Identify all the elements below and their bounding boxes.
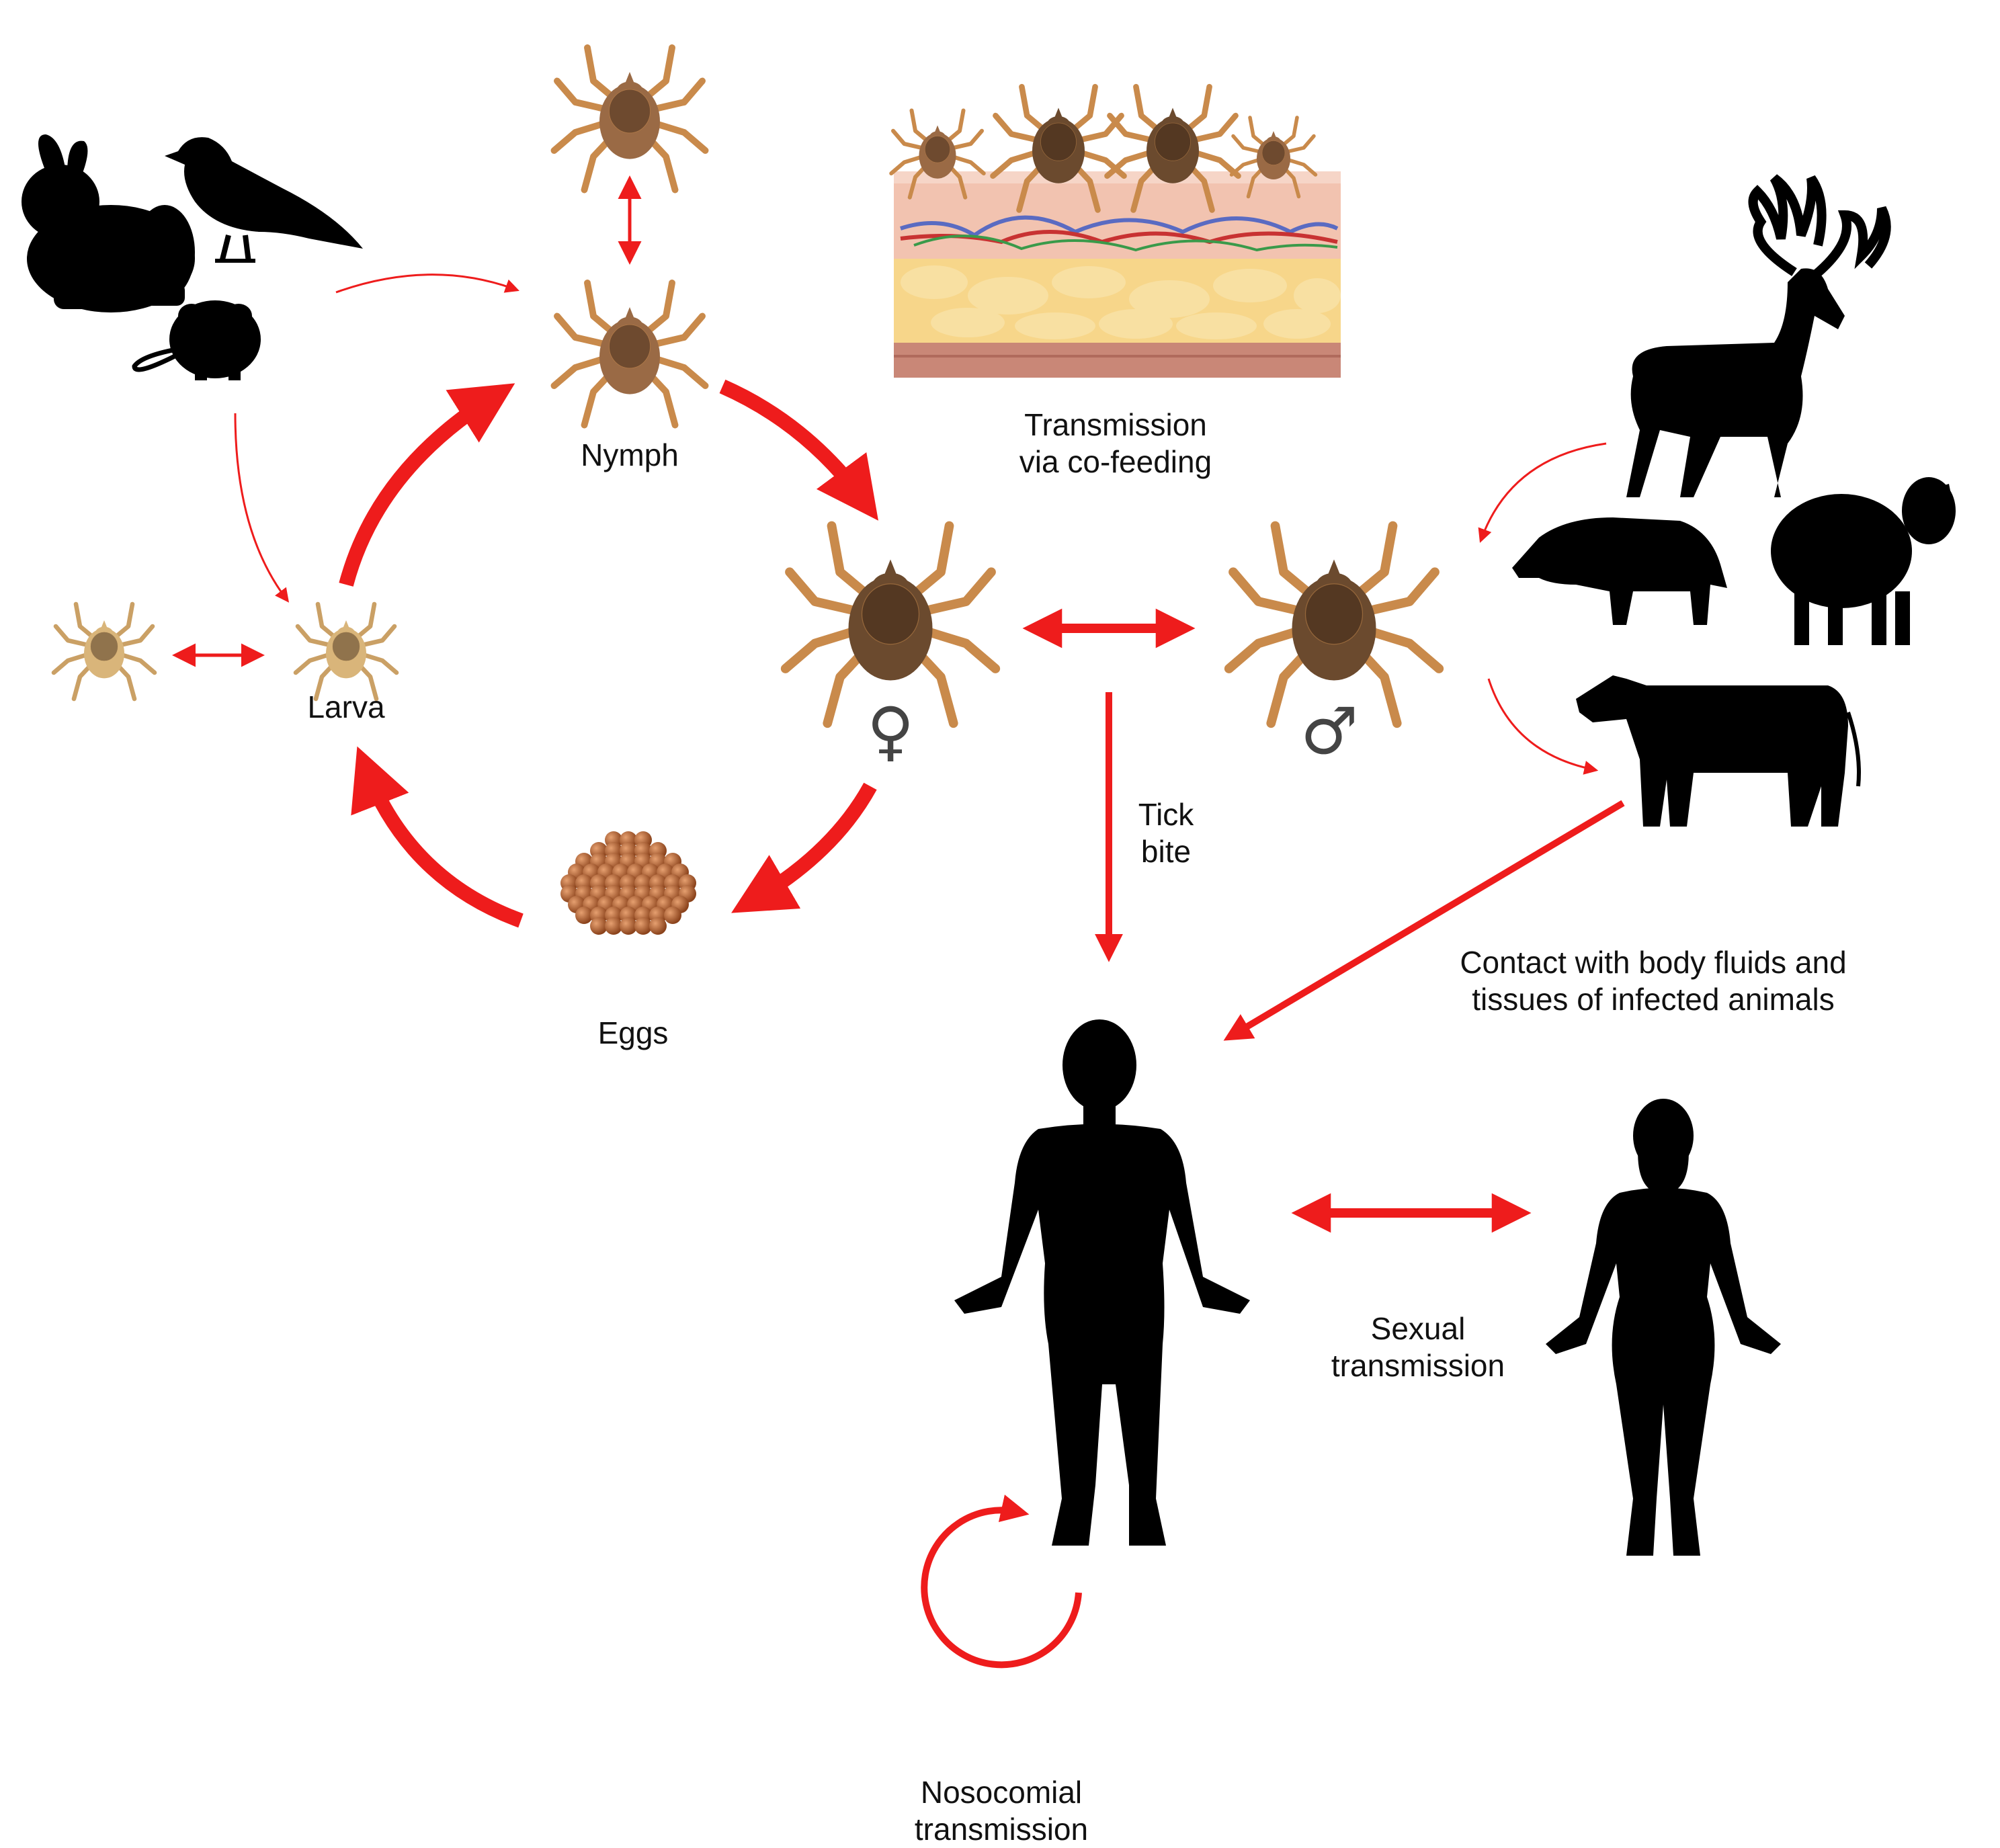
label-cofeeding-line1: Transmission xyxy=(1024,407,1207,442)
label-cofeeding: Transmission via co-feeding xyxy=(961,407,1270,480)
mouse-icon xyxy=(132,300,261,380)
label-tick-bite-line2: bite xyxy=(1140,834,1192,870)
label-nymph: Nymph xyxy=(581,437,679,472)
label-sexual: Sexual transmission xyxy=(1277,1310,1559,1384)
label-nosocomial: Nosocomial transmission xyxy=(860,1774,1142,1848)
label-larva: Larva xyxy=(307,689,385,724)
rabbit-icon xyxy=(22,134,195,312)
label-tick-bite: Tick bite xyxy=(1119,796,1213,870)
egg xyxy=(634,917,652,935)
woman-icon xyxy=(1546,1099,1781,1556)
arrow-nymph-to-female xyxy=(719,379,878,521)
egg xyxy=(590,917,608,935)
arrow-larva-to-nymph xyxy=(339,383,515,587)
egg xyxy=(575,907,593,924)
arrow-animals-to-human xyxy=(1223,800,1625,1041)
man-icon xyxy=(954,1019,1250,1546)
label-sexual-line2: transmission xyxy=(1331,1348,1505,1384)
crow-icon xyxy=(165,137,363,263)
egg xyxy=(664,907,681,924)
female-symbol: ♀ xyxy=(867,694,915,769)
larva-tick-left xyxy=(54,604,155,699)
nymph-tick xyxy=(554,283,706,425)
label-eggs: Eggs xyxy=(597,1015,669,1050)
arrow-adults-to-hosts xyxy=(1487,678,1599,775)
cow-icon xyxy=(1576,675,1861,827)
label-cofeeding-line2: via co-feeding xyxy=(1019,444,1212,480)
label-contact-line1: Contact with body fluids and xyxy=(1460,945,1847,980)
egg xyxy=(620,917,637,935)
boar-icon xyxy=(1512,517,1727,625)
label-sexual-line1: Sexual xyxy=(1370,1311,1466,1346)
larva-tick xyxy=(296,604,397,699)
arrow-eggs-to-larva xyxy=(351,746,524,928)
arrow-hosts-to-larva xyxy=(234,413,290,603)
label-tick-bite-line1: Tick xyxy=(1138,797,1194,832)
egg xyxy=(605,917,622,935)
label-nosocomial-line1: Nosocomial xyxy=(920,1775,1083,1810)
eggs-icon xyxy=(560,831,696,935)
arrow-hosts-to-adults xyxy=(1478,442,1607,543)
label-contact-line2: tissues of infected animals xyxy=(1472,982,1835,1017)
nymph-tick-top xyxy=(554,48,706,190)
skin-cross-section-icon xyxy=(894,171,1341,378)
male-symbol: ♂ xyxy=(1300,694,1359,769)
sheep-icon xyxy=(1771,477,1956,645)
deer-icon xyxy=(1626,174,1891,497)
arrow-nosocomial-loop xyxy=(921,1495,1082,1669)
label-nosocomial-line2: transmission xyxy=(914,1812,1089,1847)
arrow-female-to-eggs xyxy=(731,782,877,913)
egg xyxy=(649,917,667,935)
label-contact: Contact with body fluids and tissues of … xyxy=(1371,944,1935,1018)
arrow-hosts-to-nymph xyxy=(335,274,519,294)
